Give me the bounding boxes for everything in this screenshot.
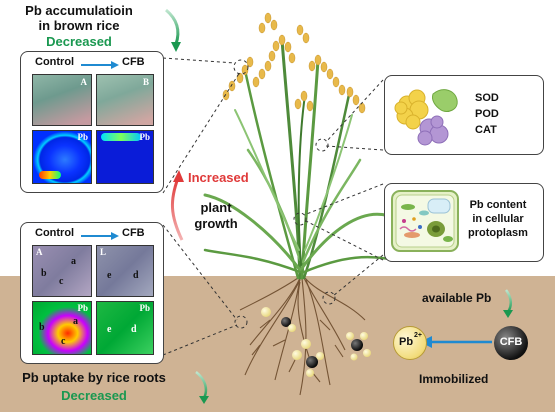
grain-cfb-label: CFB (122, 56, 145, 68)
grain-cfb-pb-map: Pb (96, 130, 154, 184)
root-uptake-title: Pb uptake by rice roots (22, 370, 166, 385)
root-tag-pb2: Pb (139, 303, 150, 313)
enzyme-list: SOD POD CAT (475, 90, 499, 138)
grain-arrow (81, 61, 119, 69)
grain-tag-pb1: Pb (77, 132, 88, 142)
leader-lines (162, 57, 384, 356)
root-control-pb-map: Pb a b c (32, 301, 92, 355)
grain-cfb-pb-band (101, 133, 141, 141)
grain-cfb-image: B (96, 74, 154, 126)
root-control-label: Control (35, 227, 75, 239)
enzyme-illustration (394, 89, 458, 146)
cell-panel: Pb content in cellular protoplasm (384, 183, 544, 262)
pb-ion-label: Pb (399, 336, 414, 348)
sod-enzyme-blob (394, 89, 429, 130)
root-tag-pb1: Pb (77, 303, 88, 313)
soil-particles (261, 307, 371, 377)
cfb-badge: CFB (494, 326, 528, 360)
root-control-image: A a b c (32, 245, 92, 297)
root-letter-a1: a (71, 256, 76, 267)
grain-tag-pb2: Pb (139, 132, 150, 142)
plant-growth-line2: growth (194, 216, 238, 231)
available-pb-decrease-arrow (504, 289, 512, 313)
cell-pb-label: Pb content in cellular protoplasm (463, 198, 533, 240)
root-letter-d1: d (133, 270, 139, 281)
root-cfb-image: L e d (96, 245, 154, 297)
brown-rice-title-line1: Pb accumulatioin (25, 3, 133, 18)
brown-rice-title: Pb accumulatioin in brown rice (4, 3, 154, 33)
enzyme-pod: POD (475, 108, 499, 120)
root-letter-c1: c (59, 276, 64, 287)
enzyme-panel: SOD POD CAT (384, 75, 544, 155)
root-letter-b1: b (41, 268, 47, 279)
grain-pb-hotspot (39, 171, 61, 179)
brown-rice-panel: Control CFB A B Pb Pb (20, 51, 164, 193)
cfb-badge-label: CFB (499, 336, 523, 348)
pb-ion-badge: Pb 2+ (393, 326, 427, 360)
available-pb-label: available Pb (422, 291, 492, 305)
brown-rice-decrease-arrow (165, 8, 180, 45)
grain-tag-b: B (142, 77, 149, 87)
cat-enzyme-blob (417, 115, 449, 146)
root-letter-e2: e (107, 324, 112, 335)
root-panel: Control CFB A a b c L e d Pb a b c Pb e … (20, 222, 164, 364)
immobilized-label: Immobilized (419, 372, 489, 386)
cell-pb-line3: protoplasm (468, 227, 528, 239)
root-uptake-status: Decreased (61, 388, 127, 403)
brown-rice-status: Decreased (46, 34, 112, 49)
grain-tag-a: A (80, 77, 88, 87)
enzyme-cat: CAT (475, 124, 497, 136)
enzyme-sod: SOD (475, 92, 499, 104)
increase-arrow (170, 177, 184, 241)
root-cfb-label: CFB (122, 227, 145, 239)
pb-ion-charge: 2+ (414, 332, 422, 339)
root-arrow (81, 232, 119, 240)
plant-growth-label: plant growth (186, 200, 246, 232)
plant-growth-line1: plant (200, 200, 232, 215)
root-uptake-decrease-arrow (195, 371, 208, 399)
root-letter-d2: d (131, 324, 137, 335)
root-divider (92, 243, 94, 355)
brown-rice-title-line2: in brown rice (38, 18, 120, 33)
rice-panicles (222, 12, 366, 114)
root-cfb-pb-map: Pb e d (96, 301, 154, 355)
plant-leaves (203, 38, 397, 280)
root-tag-L: L (100, 247, 107, 257)
grain-control-pb-map: Pb (32, 130, 92, 184)
pod-enzyme-blob (432, 89, 458, 113)
root-letter-a2: a (73, 316, 78, 327)
root-tag-A: A (36, 247, 43, 257)
root-letter-c2: c (61, 336, 66, 347)
growth-status: Increased (188, 170, 249, 185)
root-letter-b2: b (39, 322, 45, 333)
root-letter-e1: e (107, 270, 112, 281)
grain-control-image: A (32, 74, 92, 126)
cell-pb-line1: Pb content (469, 199, 527, 211)
plant-cell-illustration (391, 190, 459, 252)
grain-divider (92, 72, 94, 184)
cell-pb-line2: in cellular (472, 213, 524, 225)
grain-control-label: Control (35, 56, 75, 68)
